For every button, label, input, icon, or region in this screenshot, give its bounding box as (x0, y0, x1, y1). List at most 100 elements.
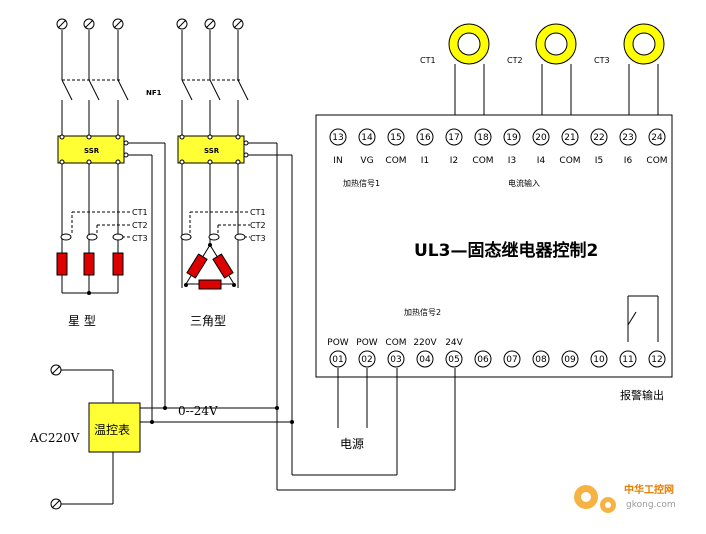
top-terminal-number: 23 (622, 133, 633, 143)
current-input: 电流输入 (508, 178, 540, 188)
bottom-terminal: 06 (474, 350, 492, 368)
bottom-terminal-number: 06 (477, 355, 489, 365)
top-terminal-label: COM (385, 156, 406, 166)
ac220-label: AC220V (29, 431, 80, 445)
top-terminal-label: I1 (421, 156, 429, 166)
bottom-terminal: 05 24V (445, 338, 464, 368)
bottom-terminal: 10 (590, 350, 608, 368)
bottom-terminal-label: POW (327, 338, 349, 348)
top-terminal-number: 13 (332, 133, 343, 143)
bottom-terminal-label: 220V (413, 338, 437, 348)
supply-terminal-icon (112, 18, 124, 30)
bottom-terminal-number: 09 (564, 355, 576, 365)
star-label: 星 型 (68, 314, 96, 328)
temp-controller-label: 温控表 (94, 423, 130, 437)
heater-delta-2 (212, 253, 234, 279)
top-terminal-label: I6 (624, 156, 633, 166)
bottom-terminal-number: 12 (651, 355, 662, 365)
nf1-label: NF1 (146, 89, 162, 97)
supply-terminal-icon (83, 18, 95, 30)
ct2-mid: CT2 (250, 221, 266, 230)
top-terminal-number: 17 (448, 133, 459, 143)
heater-delta-3 (198, 279, 222, 290)
ssr-left (57, 135, 125, 164)
ssr-left-label: SSR (84, 147, 100, 155)
bottom-terminal: 08 (532, 350, 550, 368)
top-terminal-number: 19 (506, 133, 518, 143)
heater-star-2 (83, 252, 95, 276)
top-terminal-label: I5 (595, 156, 603, 166)
ct3-mid: CT3 (250, 234, 266, 243)
bottom-terminal-number: 08 (535, 355, 547, 365)
bottom-terminal: 07 (503, 350, 521, 368)
bottom-terminal: 03 COM (385, 338, 407, 368)
alarm-output: 报警输出 (620, 388, 664, 402)
gkong-logo (574, 485, 616, 513)
voltage-label: 0--24V (178, 404, 218, 418)
bottom-terminal-label: 24V (445, 338, 463, 348)
bottom-terminal-number: 01 (332, 355, 343, 365)
supply-terminal-icon (232, 18, 244, 30)
ct2-left: CT2 (132, 221, 148, 230)
bottom-terminal: 11 (619, 350, 637, 368)
top-terminal-label: IN (333, 156, 342, 166)
bottom-terminal: 02 POW (356, 338, 378, 368)
top-terminal-number: 18 (477, 133, 489, 143)
top-terminal-number: 21 (564, 133, 575, 143)
bottom-terminal-number: 04 (419, 355, 431, 365)
top-terminal-label: COM (646, 156, 667, 166)
heat-signal-1: 加热信号1 (343, 178, 380, 188)
top-terminal-number: 15 (390, 133, 401, 143)
bottom-terminal-number: 05 (448, 355, 459, 365)
top-terminal-label: COM (472, 156, 493, 166)
top-terminal-label: I4 (537, 156, 546, 166)
bottom-terminal-number: 03 (390, 355, 401, 365)
bottom-terminal: 12 (648, 350, 666, 368)
bottom-terminal: 01 POW (327, 338, 349, 368)
ssr-middle-label: SSR (204, 147, 220, 155)
ct2-ring-label: CT2 (507, 56, 523, 65)
heat-signal-2: 加热信号2 (404, 307, 441, 317)
temp-controller (88, 402, 141, 453)
ct1-ring-label: CT1 (420, 56, 436, 65)
top-terminal-label: I3 (508, 156, 516, 166)
supply-terminal-icon (56, 18, 68, 30)
supply-terminal-icon (204, 18, 216, 30)
bottom-terminal-number: 11 (622, 355, 633, 365)
ct3-left: CT3 (132, 234, 148, 243)
top-terminal-number: 24 (651, 133, 663, 143)
ac-terminal-icon (50, 364, 62, 376)
bottom-terminal-number: 10 (593, 355, 605, 365)
bottom-terminal-number: 02 (361, 355, 372, 365)
power-label: 电源 (340, 437, 364, 451)
top-terminal-number: 20 (535, 133, 547, 143)
bottom-terminal-label: POW (356, 338, 378, 348)
heater-star-1 (56, 252, 68, 276)
bottom-terminal: 04 220V (413, 338, 438, 368)
delta-label: 三角型 (190, 314, 226, 328)
ct1-left: CT1 (132, 208, 148, 217)
ul3-module (315, 114, 673, 378)
heater-star-3 (112, 252, 124, 276)
top-terminal-number: 22 (593, 133, 604, 143)
bottom-terminal-label: COM (385, 338, 406, 348)
ct1-mid: CT1 (250, 208, 266, 217)
top-terminal-label: VG (360, 156, 373, 166)
ct3-ring-label: CT3 (594, 56, 610, 65)
top-terminal-label: I2 (450, 156, 458, 166)
bottom-terminal: 09 (561, 350, 579, 368)
top-terminal-number: 14 (361, 133, 373, 143)
top-terminal-label: COM (559, 156, 580, 166)
ac-terminal-icon (50, 498, 62, 510)
bottom-terminal-number: 07 (506, 355, 517, 365)
